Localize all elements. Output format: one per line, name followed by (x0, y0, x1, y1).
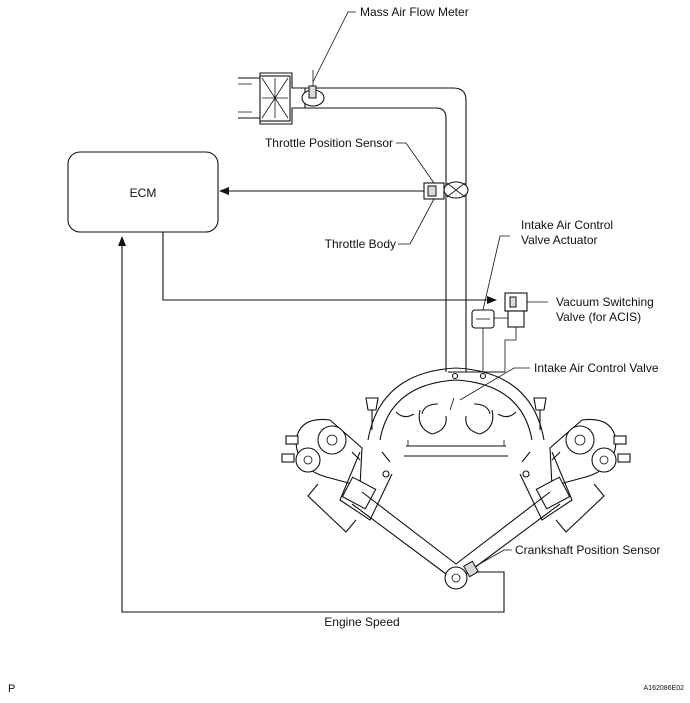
intake-duct (305, 87, 467, 372)
throttle-position-sensor-label: Throttle Position Sensor (265, 136, 393, 150)
ecm-box: ECM (67, 151, 219, 233)
page-letter: P (8, 683, 15, 695)
vsv-label-line1: Vacuum Switching (556, 295, 654, 309)
mass-air-flow-meter (301, 70, 325, 107)
tps-leader (396, 142, 435, 184)
crankshaft-assembly (351, 491, 561, 590)
crankshaft-position-sensor-label: Crankshaft Position Sensor (515, 543, 660, 557)
actuator-label-line2: Valve Actuator (521, 233, 598, 247)
intake-air-control-valve-label: Intake Air Control Valve (534, 361, 659, 375)
vacuum-switching-valve (494, 292, 548, 372)
engine-speed-line (118, 236, 505, 613)
crankshaft-position-sensor (462, 560, 480, 578)
vsv-label-line2: Valve (for ACIS) (556, 310, 641, 324)
actuator-leader (482, 235, 510, 311)
engine-intake-plenum (367, 367, 545, 457)
intake-air-control-valve-actuator (471, 309, 495, 372)
throttle-body (423, 181, 469, 200)
maf-leader (312, 11, 356, 83)
throttle-body-label: Throttle Body (325, 237, 396, 251)
left-cylinder-bank (281, 397, 393, 533)
engine-speed-label: Engine Speed (324, 615, 399, 629)
air-cleaner (238, 72, 306, 125)
throttle-body-leader (398, 198, 435, 245)
iacv-leader (459, 367, 530, 401)
ckp-leader (475, 549, 512, 567)
actuator-label-line1: Intake Air Control (521, 218, 613, 232)
ecm-label: ECM (130, 186, 157, 200)
figure-code: A162086E02 (644, 685, 685, 692)
right-cylinder-bank (519, 397, 631, 533)
ecm-to-vsv-line (162, 232, 497, 304)
mass-air-flow-meter-label: Mass Air Flow Meter (360, 5, 469, 19)
